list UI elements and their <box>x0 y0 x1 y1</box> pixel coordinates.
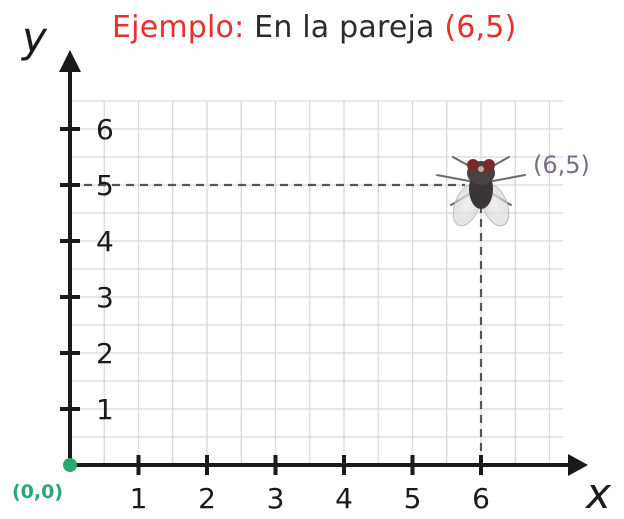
x-axis-arrow <box>568 454 588 476</box>
origin-point <box>63 458 77 472</box>
title-middle: En la pareja <box>254 10 435 45</box>
fly-icon <box>436 156 526 227</box>
grid-lines <box>70 100 564 465</box>
fly-head-spot <box>478 166 484 172</box>
point-label: (6,5) <box>533 151 590 179</box>
y-tick-label: 2 <box>96 337 114 370</box>
x-axis-label: x <box>584 469 612 518</box>
chart-title: Ejemplo: En la pareja (6,5) <box>112 10 516 45</box>
x-tick-label: 6 <box>472 482 490 515</box>
x-tick-label: 1 <box>130 482 148 515</box>
y-tick-label: 1 <box>96 393 114 426</box>
points <box>63 156 526 472</box>
fly-eye-right <box>483 159 495 171</box>
ticks <box>60 127 483 475</box>
title-pair: (6,5) <box>444 10 517 45</box>
y-axis-arrow <box>59 50 81 72</box>
axes <box>59 50 588 476</box>
fly-eye-left <box>467 159 479 171</box>
x-tick-label: 4 <box>335 482 353 515</box>
y-tick-label: 4 <box>96 225 114 258</box>
y-tick-label: 3 <box>96 281 114 314</box>
tick-labels: x y 1 2 3 4 5 6 1 2 3 4 5 6 (0,0) (6,5) <box>12 13 612 518</box>
y-tick-label: 6 <box>96 113 114 146</box>
guide-dashes <box>70 183 483 459</box>
y-tick-label: 5 <box>96 169 114 202</box>
origin-label: (0,0) <box>12 481 63 503</box>
title-prefix: Ejemplo: <box>112 10 245 45</box>
fly-legs <box>436 156 526 206</box>
x-tick-label: 3 <box>267 482 285 515</box>
x-tick-label: 5 <box>404 482 422 515</box>
x-tick-label: 2 <box>198 482 216 515</box>
y-axis-label: y <box>20 13 48 62</box>
